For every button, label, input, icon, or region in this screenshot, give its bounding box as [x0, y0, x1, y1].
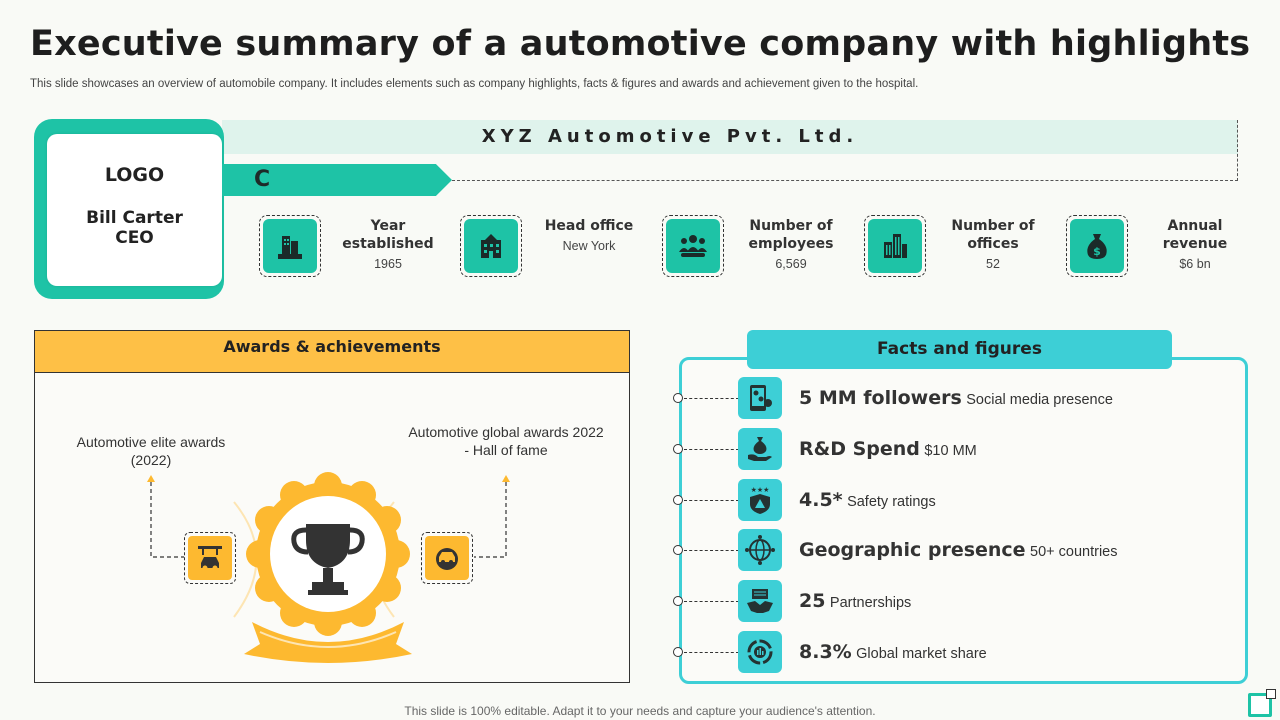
ceo-name: Bill Carter [86, 208, 183, 228]
fact-value: 5 MM followers [799, 387, 962, 409]
corner-decoration [1248, 693, 1272, 717]
logo-card: LOGO Bill Carter CEO [47, 134, 222, 286]
highlight-head-office: Head office New York [460, 215, 660, 280]
fact-item: 5 MM followers Social media presence [673, 377, 1233, 421]
corner-decoration [1266, 689, 1276, 699]
awards-header: Awards & achievements [34, 330, 630, 373]
money-bag-icon: $ [1066, 215, 1128, 277]
highlight-label: Head office [544, 218, 634, 234]
ceo-title: CEO [115, 228, 154, 248]
dashed-connector [1237, 120, 1238, 181]
fact-item: ★★★ 4.5* Safety ratings [673, 479, 1233, 523]
fact-label: $10 MM [924, 443, 977, 459]
fact-value: Geographic presence [799, 539, 1026, 561]
footer-note: This slide is 100% editable. Adapt it to… [404, 704, 876, 718]
company-logo: LOGO [104, 164, 165, 186]
highlight-number-of-employees: Number of employees 6,569 [662, 215, 862, 280]
social-media-icon [738, 377, 782, 419]
fact-item: R&D Spend $10 MM [673, 428, 1233, 472]
awards-title: Awards & achievements [223, 337, 441, 356]
svg-text:★★★: ★★★ [751, 486, 770, 494]
highlight-value: $6 bn [1179, 257, 1211, 271]
page-subtitle: This slide showcases an overview of auto… [30, 78, 919, 90]
facts-title: Facts and figures [877, 339, 1042, 359]
svg-text:$: $ [1093, 245, 1101, 258]
highlight-label: Annual revenue [1162, 218, 1228, 252]
dashed-connector [452, 180, 1238, 181]
company-name: XYZ Automotive Pvt. Ltd. [481, 126, 859, 147]
car-globe-icon [421, 532, 473, 584]
fact-item: 25 Partnerships [673, 580, 1233, 624]
highlight-label: Number of offices [951, 218, 1035, 252]
fact-label: Global market share [856, 646, 987, 662]
fact-value: 8.3% [799, 641, 852, 663]
highlight-annual-revenue: $ Annual revenue $6 bn [1066, 215, 1266, 280]
team-icon [662, 215, 724, 277]
left-award-text: Automotive elite awards (2022) [76, 434, 226, 468]
shield-stars-icon: ★★★ [738, 479, 782, 521]
car-lift-icon [184, 532, 236, 584]
highlight-number-of-offices: Number of offices 52 [864, 215, 1064, 280]
highlight-value: 52 [986, 257, 1000, 271]
trophy-icon [291, 524, 365, 595]
highlight-value: 6,569 [775, 257, 807, 271]
highlight-value: 1965 [374, 257, 402, 271]
page-title: Executive summary of a automotive compan… [30, 24, 1251, 64]
fact-value: 25 [799, 590, 826, 612]
highlight-value: New York [562, 239, 616, 253]
highlight-label: Number of employees [748, 218, 834, 252]
awards-illustration [147, 472, 510, 663]
fact-item: Geographic presence 50+ countries [673, 529, 1233, 573]
right-award-text: Automotive global awards 2022 - Hall of … [408, 424, 604, 458]
highlight-label: Year established [342, 218, 434, 252]
facts-header: Facts and figures [747, 330, 1172, 369]
money-hand-icon [738, 428, 782, 470]
fact-value: 4.5* [799, 489, 843, 511]
fact-label: 50+ countries [1030, 544, 1118, 560]
office-building-icon [460, 215, 522, 277]
market-share-icon [738, 631, 782, 673]
fact-label: Partnerships [829, 595, 912, 611]
globe-icon [738, 529, 782, 571]
company-name-banner: XYZ Automotive Pvt. Ltd. [222, 120, 1238, 154]
fact-item: 8.3% Global market share [673, 631, 1233, 675]
highlights-initial: C [254, 167, 271, 192]
fact-label: Social media presence [966, 392, 1113, 408]
fact-value: R&D Spend [799, 438, 920, 460]
calendar-building-icon [259, 215, 321, 277]
fact-label: Safety ratings [847, 494, 936, 510]
skyscraper-icon [864, 215, 926, 277]
handshake-icon [738, 580, 782, 622]
highlight-year-established: Year established 1965 [259, 215, 459, 280]
